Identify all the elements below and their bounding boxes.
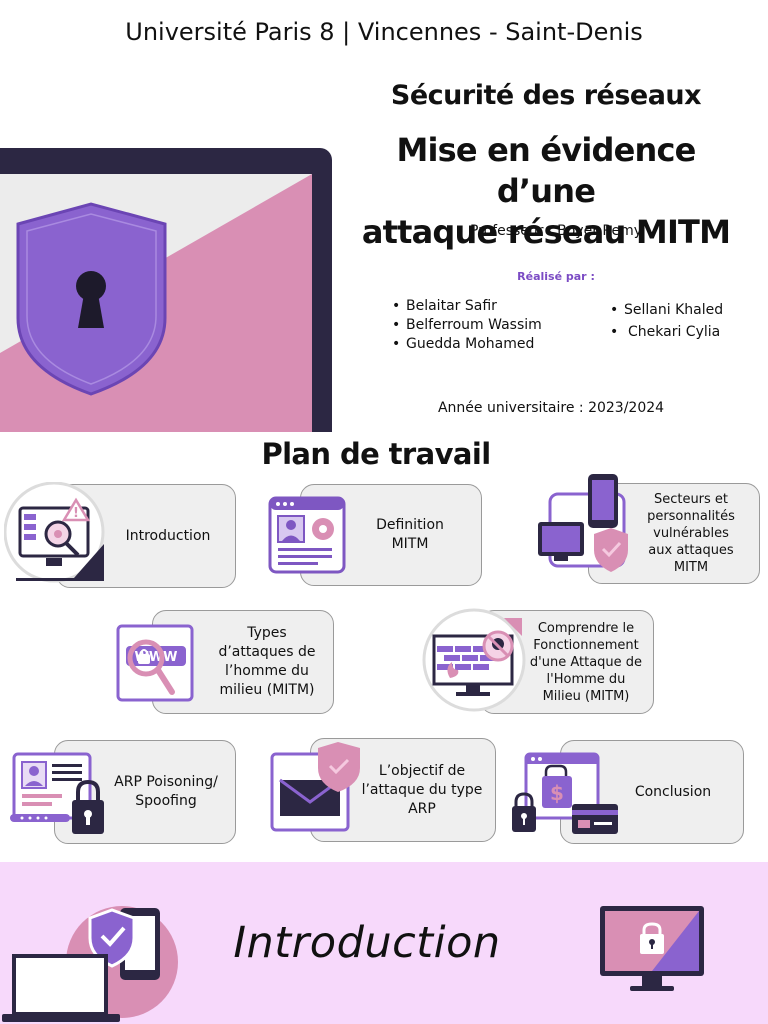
author: Chekari Cylia [610, 321, 760, 343]
keyhole-icon [76, 271, 106, 328]
authors-list-left: Belaitar Safir Belferroum Wassim Guedda … [392, 297, 592, 354]
computer-bug-magnifier-icon: ! [4, 482, 105, 583]
professor: Professeur : Boyer Remy [469, 223, 643, 239]
shield-check-icon [88, 908, 136, 968]
author: Belaitar Safir [392, 297, 592, 316]
plan-title: Plan de travail [261, 437, 491, 471]
laptop-phone-shield-illustration [2, 906, 178, 1022]
plan-label-introduction: Introduction [125, 527, 211, 544]
title-line-1: Mise en évidence d’une [396, 131, 696, 210]
envelope-shield-icon [270, 742, 360, 832]
svg-text:$: $ [550, 781, 564, 805]
hero-shield-illustration [0, 148, 332, 432]
title-line-2: attaque réseau MITM [361, 213, 731, 251]
author: Sellani Khaled [610, 299, 760, 321]
firewall-hacker-icon [422, 608, 526, 712]
www-magnifier-icon: WWW [116, 624, 194, 702]
section-title: Introduction [233, 918, 501, 968]
authors-list-right: Sellani Khaled Chekari Cylia [610, 299, 760, 343]
realise-par-label: Réalisé par : [517, 270, 595, 283]
payment-lock-icon: $ [512, 752, 618, 834]
course-title: Sécurité des réseaux [390, 80, 702, 111]
devices-shield-icon [538, 474, 628, 572]
profile-gear-window-icon [268, 496, 346, 574]
author: Belferroum Wassim [392, 316, 592, 335]
plan-label-conclusion: Conclusion [634, 783, 712, 800]
author: Guedda Mohamed [392, 335, 592, 354]
university-name: Université Paris 8 | Vincennes - Saint-D… [125, 18, 643, 46]
monitor-lock-icon [600, 906, 704, 991]
page-title: Mise en évidence d’une attaque réseau MI… [346, 130, 746, 253]
svg-text:!: ! [73, 506, 79, 521]
id-card-lock-icon [10, 752, 104, 834]
plan-label-arp-poisoning: ARP Poisoning/Spoofing [114, 774, 218, 809]
academic-year: Année universitaire : 2023/2024 [437, 400, 665, 416]
